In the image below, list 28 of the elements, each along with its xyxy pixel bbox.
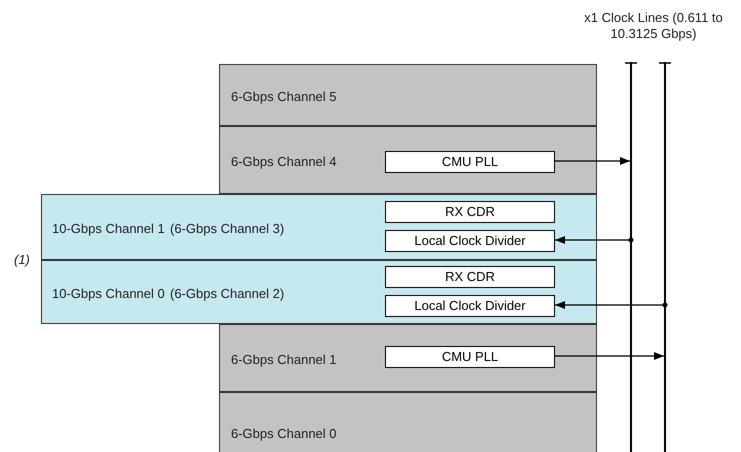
arrow	[555, 157, 630, 165]
clock-lines-heading: x1 Clock Lines (0.611 to 10.3125 Gbps)	[583, 10, 724, 42]
footnote-mark: (1)	[14, 251, 30, 269]
channel-label: (6-Gbps Channel 3)	[170, 220, 284, 238]
channel-label: 10-Gbps Channel 1	[52, 220, 165, 238]
clock-line	[625, 62, 637, 452]
channel-label: 10-Gbps Channel 0	[52, 285, 165, 303]
block-box: RX CDR	[385, 266, 555, 288]
channel-label: 6-Gbps Channel 5	[231, 88, 337, 106]
arrow	[555, 301, 668, 309]
block-box: RX CDR	[385, 201, 555, 223]
channel-band	[219, 64, 597, 126]
channel-band	[41, 260, 597, 324]
channel-band	[219, 126, 597, 194]
block-box: CMU PLL	[385, 151, 555, 173]
clock-line	[659, 62, 671, 452]
arrow	[555, 352, 664, 360]
block-box: Local Clock Divider	[385, 295, 555, 317]
block-box: CMU PLL	[385, 346, 555, 368]
channel-label: 6-Gbps Channel 1	[231, 351, 337, 369]
channel-label: (6-Gbps Channel 2)	[170, 285, 284, 303]
arrow	[555, 236, 634, 244]
channel-label: 6-Gbps Channel 4	[231, 153, 337, 171]
channel-band	[219, 392, 597, 452]
channel-label: 6-Gbps Channel 0	[231, 425, 337, 443]
block-box: Local Clock Divider	[385, 230, 555, 252]
channel-band	[41, 194, 597, 260]
channel-band	[219, 324, 597, 392]
